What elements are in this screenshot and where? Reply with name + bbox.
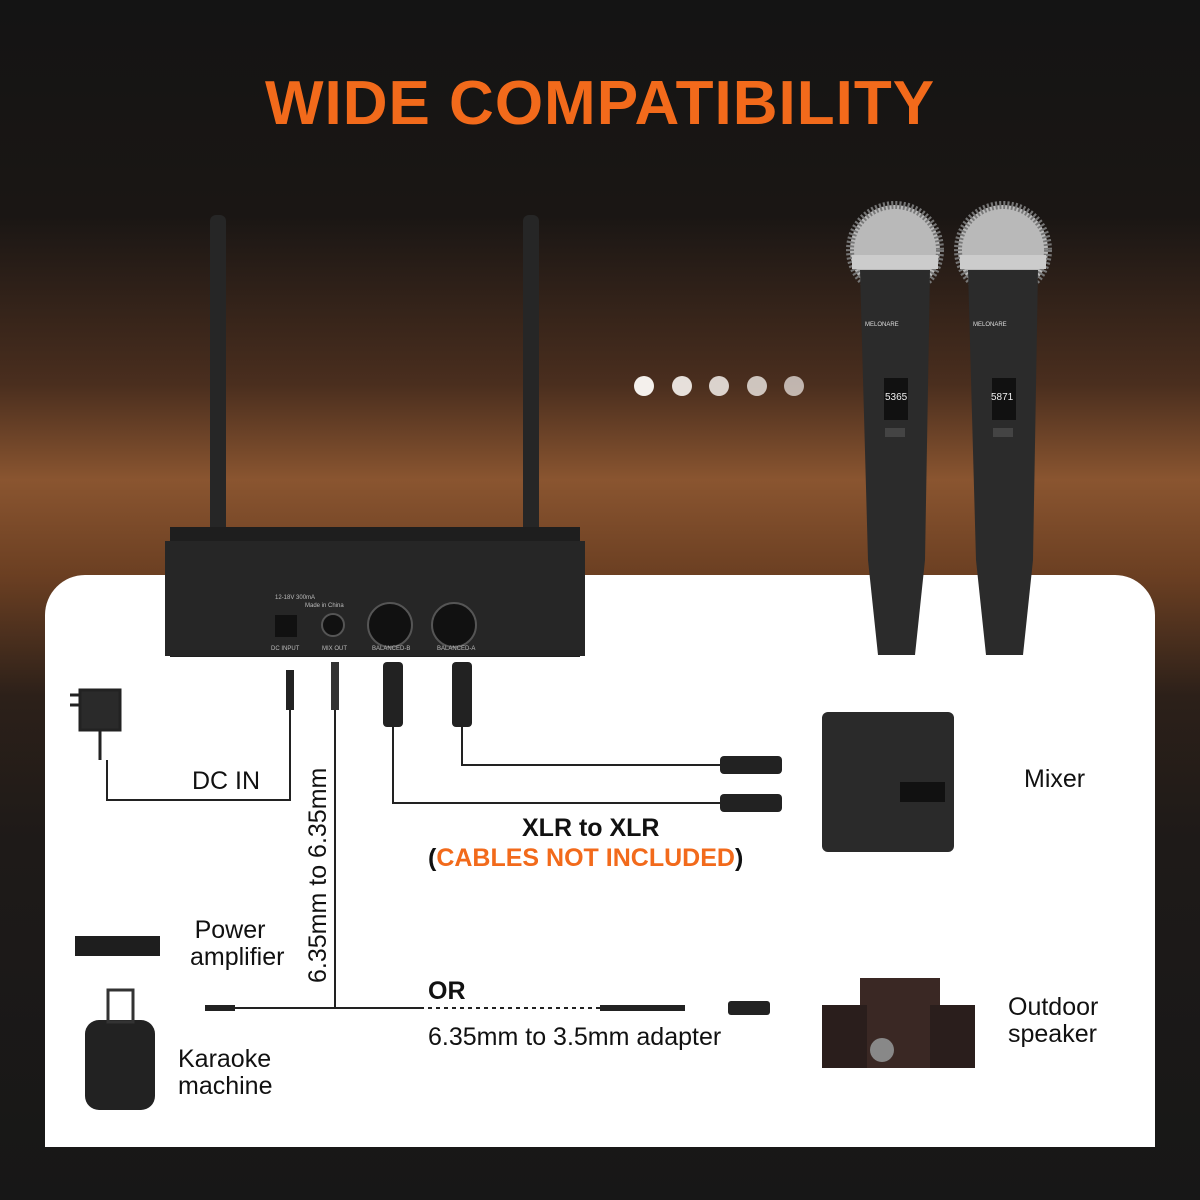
receiver-illustration bbox=[165, 215, 585, 657]
cables-not-included: CABLES NOT INCLUDED bbox=[436, 844, 735, 872]
mic-brand: MELONARE bbox=[973, 322, 1007, 328]
label-line: machine bbox=[178, 1072, 273, 1100]
page-title: WIDE COMPATIBILITY bbox=[264, 69, 936, 138]
dot-indicator bbox=[634, 376, 654, 396]
mixer-label: Mixer bbox=[1024, 765, 1086, 793]
adapter-label: 6.35mm to 3.5mm adapter bbox=[428, 1023, 722, 1051]
power-spec: 12-18V 300mA bbox=[275, 595, 316, 601]
label-line: Power bbox=[194, 916, 266, 944]
made-in: Made in China bbox=[305, 603, 344, 609]
dot-indicator bbox=[747, 376, 767, 396]
label-line: speaker bbox=[1008, 1020, 1097, 1048]
port-label: BALANCED-A bbox=[437, 646, 476, 652]
label-line: amplifier bbox=[190, 943, 285, 971]
cable-635-label: 6.35mm to 6.35mm bbox=[304, 767, 332, 983]
paren: ) bbox=[734, 844, 744, 872]
label-line: Outdoor bbox=[1008, 993, 1099, 1021]
dot-indicator bbox=[672, 376, 692, 396]
label-line: Karaoke bbox=[178, 1045, 272, 1073]
port-label: BALANCED-B bbox=[372, 646, 411, 652]
dc-in-label: DC IN bbox=[192, 767, 261, 795]
dot-indicator bbox=[709, 376, 729, 396]
or-label: OR bbox=[428, 977, 466, 1005]
xlr-label: XLR to XLR bbox=[522, 814, 660, 842]
microphones-illustration bbox=[846, 201, 1052, 655]
port-label: DC INPUT bbox=[271, 646, 300, 652]
mic-frequency: 5871 bbox=[991, 392, 1014, 403]
dot-indicator bbox=[784, 376, 804, 396]
paren: ( bbox=[428, 844, 437, 872]
cables-note: (CABLES NOT INCLUDED) bbox=[428, 845, 743, 872]
port-label: MIX OUT bbox=[322, 646, 347, 652]
mic-frequency: 5365 bbox=[885, 392, 908, 403]
mic-brand: MELONARE bbox=[865, 322, 899, 328]
